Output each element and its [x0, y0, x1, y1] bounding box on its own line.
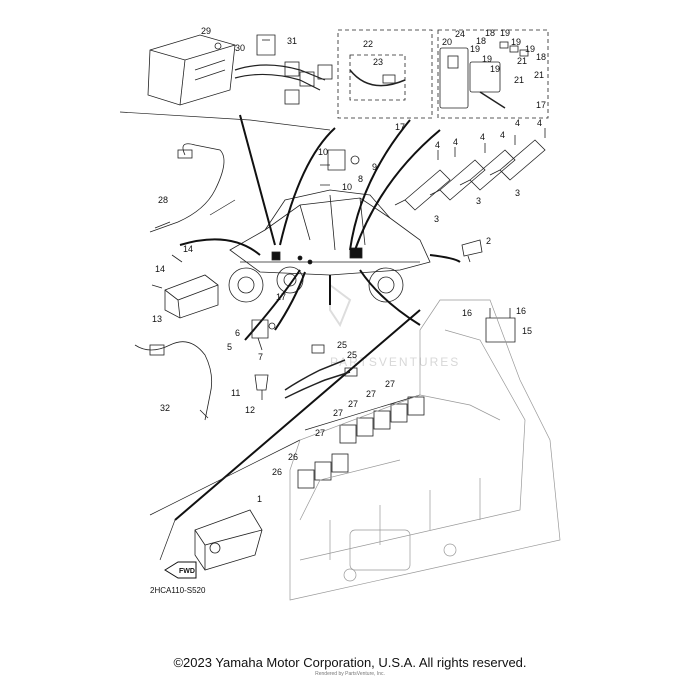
callout-27c: 27 [348, 399, 358, 409]
callout-18c: 18 [536, 52, 546, 62]
callout-27b: 27 [366, 389, 376, 399]
leader-lines [174, 114, 461, 521]
callout-23: 23 [373, 57, 383, 67]
part-8-sensor [320, 149, 360, 186]
part-5-sensor [251, 319, 276, 351]
callout-17-left: 17 [395, 122, 405, 132]
part-28-sensor [149, 143, 225, 233]
callout-31: 31 [287, 36, 297, 46]
callout-1: 1 [257, 494, 262, 504]
callout-25b: 25 [347, 350, 357, 360]
fwd-arrow [164, 561, 197, 579]
part-27-relays [339, 396, 425, 444]
callout-19a: 19 [500, 28, 510, 38]
frame-chassis [289, 299, 561, 601]
callout-4c: 4 [480, 132, 485, 142]
callout-18b: 18 [476, 36, 486, 46]
callout-28: 28 [158, 195, 168, 205]
fuse-box-detail-box [437, 29, 549, 119]
callout-32: 32 [160, 403, 170, 413]
callout-12: 12 [245, 405, 255, 415]
callout-11: 11 [231, 388, 240, 398]
callout-4a: 4 [435, 140, 440, 150]
callout-4b: 4 [453, 137, 458, 147]
callout-10b: 10 [342, 182, 352, 192]
callout-10a: 10 [318, 147, 328, 157]
callout-22: 22 [363, 39, 373, 49]
callout-8: 8 [358, 174, 363, 184]
part-3-ignition-coils [394, 139, 546, 211]
callout-3c: 3 [515, 188, 520, 198]
part-2-sensor [461, 239, 483, 263]
callout-25a: 25 [337, 340, 347, 350]
part-32-sensor [134, 341, 213, 421]
callout-26a: 26 [288, 452, 298, 462]
callout-21c: 21 [514, 75, 524, 85]
callout-19c: 19 [470, 44, 480, 54]
callout-5: 5 [227, 342, 232, 352]
callout-7: 7 [258, 352, 263, 362]
part-15-relay [485, 308, 516, 343]
callout-27d: 27 [333, 408, 343, 418]
copyright-notice: ©2023 Yamaha Motor Corporation, U.S.A. A… [173, 655, 527, 670]
part-26-relays [297, 453, 349, 489]
callout-29: 29 [201, 26, 211, 36]
part-14-bolts [151, 254, 183, 289]
callout-16b: 16 [516, 306, 526, 316]
part-31-bracket [256, 34, 276, 56]
part-25-sub-harness [284, 344, 358, 399]
callout-19e: 19 [482, 54, 492, 64]
callout-18a: 18 [485, 28, 495, 38]
callout-4e: 4 [515, 118, 520, 128]
callout-27a: 27 [385, 379, 395, 389]
callout-9: 9 [372, 162, 377, 172]
figure-code: 2HCA110-S520 [150, 586, 206, 595]
part-11-sensor [254, 374, 269, 400]
part-30-bolt [214, 42, 222, 50]
callout-19b: 19 [511, 37, 521, 47]
callout-16a: 16 [462, 308, 472, 318]
callout-4d: 4 [500, 130, 505, 140]
callout-14a: 14 [183, 244, 193, 254]
callout-30: 30 [235, 43, 245, 53]
part-4-bolts [437, 128, 546, 160]
callout-26b: 26 [272, 467, 282, 477]
callout-27e: 27 [315, 428, 325, 438]
callout-24: 24 [455, 29, 465, 39]
callout-20: 20 [442, 37, 452, 47]
callout-21a: 21 [517, 56, 527, 66]
part-29-unit [147, 34, 236, 106]
callout-19f: 19 [490, 64, 500, 74]
callout-21b: 21 [534, 70, 544, 80]
harness-detail-box [337, 29, 433, 119]
callout-2: 2 [486, 236, 491, 246]
callout-4f: 4 [537, 118, 542, 128]
callout-14b: 14 [155, 264, 165, 274]
callout-3b: 3 [476, 196, 481, 206]
fwd-label: FWD [179, 568, 195, 575]
callout-6: 6 [235, 328, 240, 338]
callout-13: 13 [152, 314, 162, 324]
part-1-ecu [194, 509, 263, 571]
callout-17-mid: 17 [276, 292, 286, 302]
part-13-ecu [164, 274, 219, 319]
callout-3a: 3 [434, 214, 439, 224]
callout-15: 15 [522, 326, 532, 336]
rendered-by-note: Rendered by PartsVenture, Inc. [315, 671, 385, 677]
callout-19d: 19 [525, 44, 535, 54]
callout-17-right: 17 [536, 100, 546, 110]
